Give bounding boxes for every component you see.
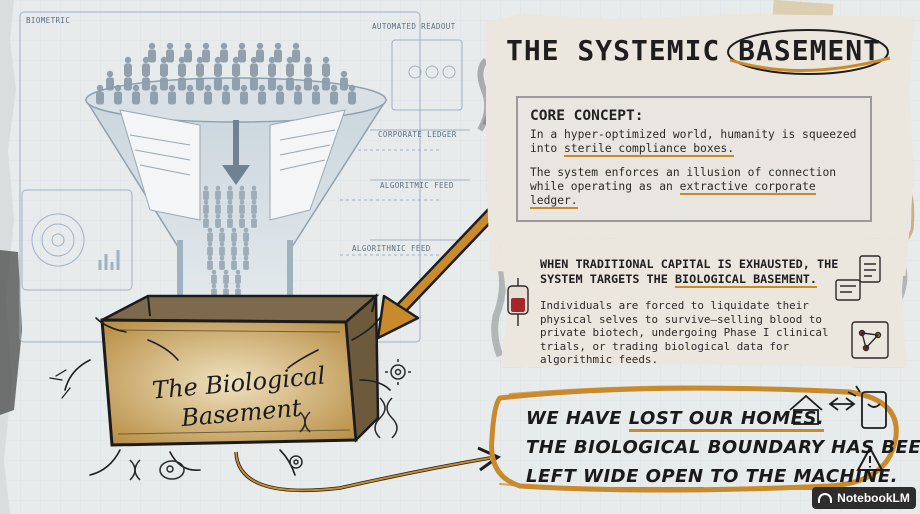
core-concept-box: CORE CONCEPT: In a hyper-optimized world… <box>516 96 872 222</box>
capital-card <box>500 238 906 368</box>
algorithnic-feed-label: ALGORITHNIC FEED <box>352 244 431 253</box>
connector-arrow <box>234 446 501 493</box>
dna-icon <box>129 397 398 481</box>
biometric-label: BIOMETRIC <box>26 16 71 25</box>
notebooklm-badge: NotebookLM <box>812 487 916 509</box>
core-concept-heading: CORE CONCEPT: <box>530 108 644 124</box>
algoritmic-feed-label: ALGORITMIC FEED <box>380 181 454 190</box>
cell-icon <box>159 455 303 480</box>
notebooklm-logo-icon <box>818 493 833 503</box>
core-concept-paragraph-2: The system enforces an illusion of conne… <box>530 166 837 209</box>
basement-box <box>100 293 380 447</box>
core-concept-paragraph-1: In a hyper-optimized world, humanity is … <box>530 128 857 157</box>
brush-frame <box>489 385 899 493</box>
page-title: THE SYSTEMIC BASEMENT <box>506 34 882 67</box>
automated-readout-label: AUTOMATED READOUT <box>372 22 456 31</box>
crowd-figures <box>96 42 356 105</box>
capital-body: Individuals are forced to liquidate thei… <box>540 299 829 366</box>
blueprint-panels <box>19 11 470 343</box>
lost-homes-statement: WE HAVE LOST OUR HOMES. THE BIOLOGICAL B… <box>526 404 920 491</box>
corporate-ledger-label: CORPORATE LEDGER <box>378 130 457 139</box>
gear-icon <box>385 359 411 385</box>
capital-heading: WHEN TRADITIONAL CAPITAL IS EXHAUSTED, T… <box>540 257 839 288</box>
